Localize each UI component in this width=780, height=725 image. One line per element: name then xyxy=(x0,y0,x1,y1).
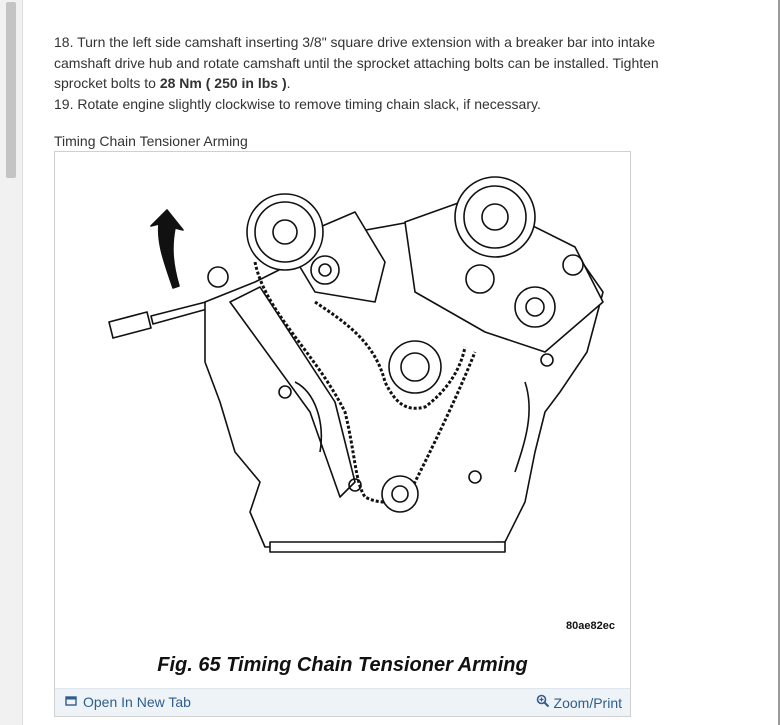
open-in-new-tab-link[interactable]: Open In New Tab xyxy=(65,694,191,710)
step-18: 18. Turn the left side camshaft insertin… xyxy=(54,32,714,94)
open-in-new-tab-label: Open In New Tab xyxy=(83,694,191,710)
image-code: 80ae82ec xyxy=(566,620,615,632)
figure-caption: Timing Chain Tensioner Arming xyxy=(54,133,248,149)
left-scrollbar[interactable] xyxy=(0,0,23,725)
zoom-print-link[interactable]: Zoom/Print xyxy=(536,694,622,711)
figure-container: 80ae82ec Fig. 65 Timing Chain Tensioner … xyxy=(54,151,631,717)
step-19: 19. Rotate engine slightly clockwise to … xyxy=(54,95,541,112)
document-page: 18. Turn the left side camshaft insertin… xyxy=(23,0,778,725)
step-18-end: . xyxy=(286,75,291,91)
zoom-print-label: Zoom/Print xyxy=(553,694,622,711)
zoom-icon xyxy=(536,694,550,711)
figure-footer: Open In New Tab Zoom/Print xyxy=(55,688,630,716)
scrollbar-thumb[interactable] xyxy=(6,2,16,178)
procedure-steps: 18. Turn the left side camshaft insertin… xyxy=(54,32,714,114)
figure-title: Fig. 65 Timing Chain Tensioner Arming xyxy=(157,654,528,676)
step-18-text: 18. Turn the left side camshaft insertin… xyxy=(54,34,659,91)
engine-timing-illustration xyxy=(108,176,604,553)
torque-spec: 28 Nm ( 250 in lbs ) xyxy=(159,75,287,91)
open-in-new-tab-icon xyxy=(65,694,77,710)
